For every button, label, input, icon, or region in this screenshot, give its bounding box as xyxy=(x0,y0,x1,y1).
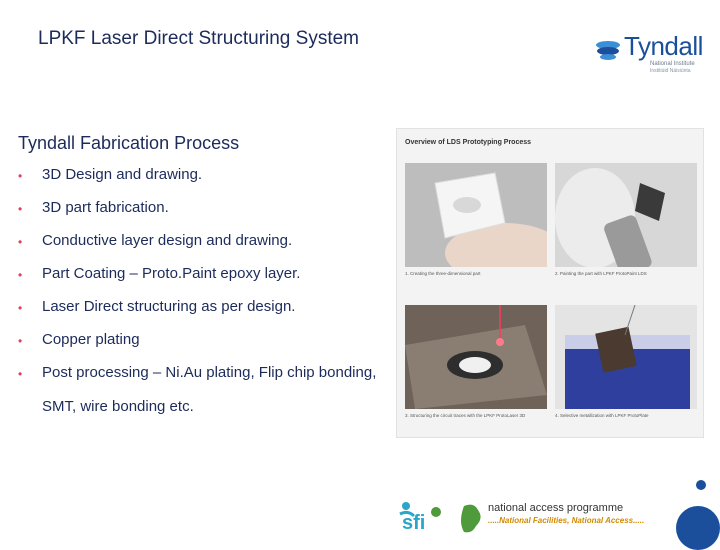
decorative-dot xyxy=(696,480,706,490)
sfi-logo: sfi xyxy=(396,500,452,538)
bullet-text: Copper plating xyxy=(42,331,140,348)
footer-logos: sfi national access programme .....Natio… xyxy=(392,472,720,540)
figure-title: Overview of LDS Prototyping Process xyxy=(405,139,532,146)
bullet-item: • Part Coating – Proto.Paint epoxy layer. xyxy=(18,261,418,294)
bullet-dot: • xyxy=(18,235,23,249)
caption-step-4: 4. Selective metallization with LPKF Pro… xyxy=(555,413,649,418)
caption-step-2: 2. Painting the part with LPKF ProtoPain… xyxy=(555,271,647,276)
bullet-item: • 3D part fabrication. xyxy=(18,195,418,228)
bullet-dot: • xyxy=(18,202,23,216)
bullet-text: Part Coating – Proto.Paint epoxy layer. xyxy=(42,265,301,282)
tyndall-logo: Tyndall National Institute Institiúid Ná… xyxy=(594,31,706,75)
caption-step-1: 1. Creating the three-dimensional part xyxy=(405,271,481,276)
section-subtitle: Tyndall Fabrication Process xyxy=(18,133,240,153)
tyndall-globe-icon xyxy=(596,41,620,60)
bullet-text: Post processing – Ni.Au plating, Flip ch… xyxy=(42,364,377,381)
bullet-item: • Conductive layer design and drawing. xyxy=(18,228,418,261)
tyndall-logo-word: Tyndall xyxy=(624,31,703,61)
lds-process-figure: Overview of LDS Prototyping Process 1. C… xyxy=(396,128,704,438)
bullet-list: • 3D Design and drawing. • 3D part fabrica… xyxy=(18,162,418,393)
photo-metallization xyxy=(555,305,697,409)
sfi-figure-icon xyxy=(399,502,441,518)
slide-title: LPKF Laser Direct Structuring System xyxy=(38,28,359,49)
bullet-text: Conductive layer design and drawing. xyxy=(42,232,293,249)
bullet-dot: • xyxy=(18,169,23,183)
bullet-item: • 3D Design and drawing. xyxy=(18,162,418,195)
caption-step-3: 3. Structuring the circuit traces with t… xyxy=(405,413,526,418)
bullet-text: 3D part fabrication. xyxy=(42,199,169,216)
bullet-dot: • xyxy=(18,268,23,282)
programme-name: national access programme xyxy=(488,502,624,514)
bullet-dot: • xyxy=(18,367,23,381)
photo-3d-part xyxy=(405,163,547,267)
sfi-text: sfi xyxy=(402,512,426,534)
logo-subtitle-1: National Institute xyxy=(650,61,695,67)
programme-tagline: .....National Facilities, National Acces… xyxy=(488,516,645,525)
bullet-text: Laser Direct structuring as per design. xyxy=(42,298,296,315)
bullet-item: • Copper plating xyxy=(18,327,418,360)
bullet-item: • Post processing – Ni.Au plating, Flip c… xyxy=(18,360,418,393)
logo-subtitle-2: Institiúid Náisiúnta xyxy=(650,68,691,74)
bullet-dot: • xyxy=(18,301,23,315)
bullet-text: 3D Design and drawing. xyxy=(42,166,203,183)
photo-laser-structuring xyxy=(405,305,547,409)
bullet-continuation: SMT, wire bonding etc. xyxy=(42,398,194,415)
map-icon xyxy=(461,504,481,533)
bullet-item: • Laser Direct structuring as per design. xyxy=(18,294,418,327)
bullet-dot: • xyxy=(18,334,23,348)
decorative-circle xyxy=(676,506,720,550)
photo-painting xyxy=(555,163,697,267)
